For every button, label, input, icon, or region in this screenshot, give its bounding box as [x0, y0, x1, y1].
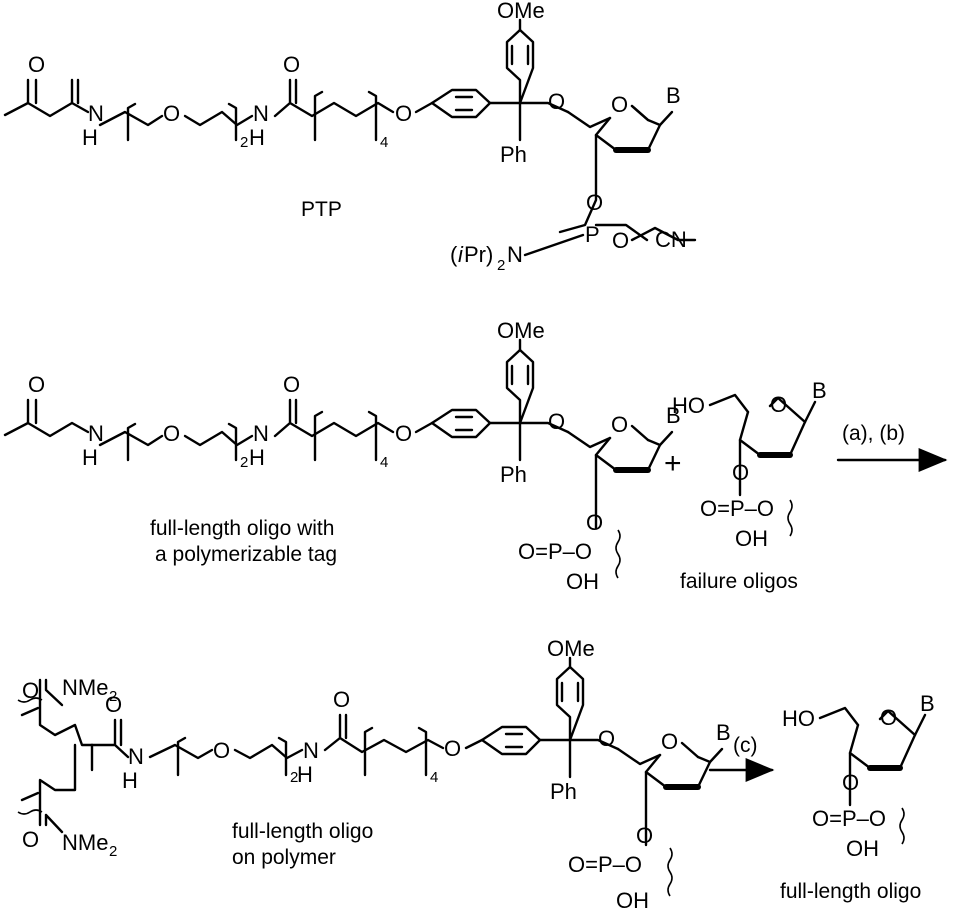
step-c: (c) — [733, 734, 758, 757]
atom-ph: Ph — [550, 779, 577, 804]
atom-o: O — [333, 687, 350, 712]
atom-o: O — [22, 827, 39, 852]
atom-ho: HO — [672, 393, 705, 418]
atom-nme: NMe — [62, 675, 108, 700]
atom-b: B — [666, 403, 681, 428]
atom-h: H — [82, 125, 98, 150]
atom-b: B — [716, 720, 731, 745]
atom-n: N — [128, 744, 144, 769]
atom-h: H — [122, 768, 138, 793]
phosphate-group: O=P–O — [568, 852, 642, 877]
full-length-oligo-molecule — [818, 706, 927, 845]
atom-b: B — [812, 378, 827, 403]
atom-n: N — [507, 242, 523, 267]
atom-o: O — [598, 726, 615, 751]
atom-h: H — [82, 445, 98, 470]
subscript-4: 4 — [430, 769, 438, 786]
label-failure: failure oligos — [680, 570, 798, 593]
atom-h: H — [249, 445, 265, 470]
atom-n: N — [253, 421, 269, 446]
atom-nme: NMe — [62, 830, 108, 855]
phosphate-group: O=P–O — [518, 539, 592, 564]
atom-o: O — [213, 738, 230, 763]
atom-o: O — [395, 101, 412, 126]
subscript-4: 4 — [380, 134, 388, 151]
atom-ph: Ph — [500, 142, 527, 167]
atom-o: O — [163, 421, 180, 446]
phosphate-group: O=P–O — [812, 806, 886, 831]
atom-oh: OH — [616, 888, 649, 913]
phosphate-group: O=P–O — [700, 496, 774, 521]
atom-o: O — [548, 409, 565, 434]
atom-o: O — [842, 770, 859, 795]
atom-o: O — [28, 372, 45, 397]
atom-o: O — [548, 89, 565, 114]
atom-o: O — [163, 101, 180, 126]
label-polymer-line1: full-length oligo — [232, 820, 373, 843]
atom-o: O — [770, 392, 787, 417]
subscript-2: 2 — [109, 688, 117, 705]
atom-oh: OH — [846, 836, 879, 861]
atom-o: O — [586, 190, 603, 215]
atom-oh: OH — [566, 569, 599, 594]
atom-ome: OMe — [497, 318, 545, 343]
atom-p: P — [585, 222, 600, 247]
atom-o: O — [22, 678, 39, 703]
atom-h: H — [297, 762, 313, 787]
label-ptp: PTP — [301, 198, 342, 221]
n-p-bond — [523, 233, 585, 257]
subscript-2: 2 — [497, 257, 505, 274]
atom-oh: OH — [735, 526, 768, 551]
atom-o: O — [611, 92, 628, 117]
atom-ome: OMe — [547, 636, 595, 661]
cyanoethyl-bond — [630, 226, 697, 242]
label-tagged-line2: a polymerizable tag — [155, 543, 337, 566]
atom-h: H — [249, 125, 265, 150]
atom-o: O — [28, 52, 45, 77]
ipr-i: i — [458, 242, 464, 267]
atom-b: B — [666, 83, 681, 108]
atom-n: N — [253, 101, 269, 126]
step-ab: (a), (b) — [842, 422, 905, 445]
atom-o: O — [395, 421, 412, 446]
subscript-4: 4 — [380, 454, 388, 471]
ipr-open: ( — [450, 242, 458, 267]
atom-o: O — [586, 510, 603, 535]
atom-o: O — [444, 736, 461, 761]
atom-o: O — [732, 460, 749, 485]
failure-oligo-molecule — [708, 393, 817, 537]
tagged-oligo-molecule — [3, 338, 674, 579]
plus-sign: + — [664, 447, 682, 480]
atom-n: N — [88, 101, 104, 126]
polymer-oligo-molecule — [17, 656, 724, 897]
atom-o: O — [283, 52, 300, 77]
atom-cn: CN — [655, 227, 687, 252]
atom-n: N — [88, 421, 104, 446]
atom-o: O — [105, 692, 122, 717]
subscript-2: 2 — [290, 769, 298, 786]
atom-o: O — [880, 705, 897, 730]
ipr-rest: Pr) — [464, 242, 493, 267]
atom-o: O — [636, 823, 653, 848]
label-polymer-line2: on polymer — [232, 846, 336, 869]
atom-ome: OMe — [497, 0, 545, 23]
atom-o: O — [661, 729, 678, 754]
atom-o: O — [283, 372, 300, 397]
atom-n: N — [303, 738, 319, 763]
subscript-2: 2 — [240, 454, 248, 471]
atom-ph: Ph — [500, 462, 527, 487]
subscript-2: 2 — [109, 843, 117, 860]
ptp-molecule — [3, 18, 674, 242]
atom-o: O — [612, 228, 629, 253]
atom-o: O — [611, 412, 628, 437]
label-tagged-line1: full-length oligo with — [150, 517, 334, 540]
subscript-2: 2 — [240, 134, 248, 151]
label-full-length: full-length oligo — [780, 880, 921, 903]
atom-ho: HO — [782, 706, 815, 731]
atom-b: B — [920, 691, 935, 716]
